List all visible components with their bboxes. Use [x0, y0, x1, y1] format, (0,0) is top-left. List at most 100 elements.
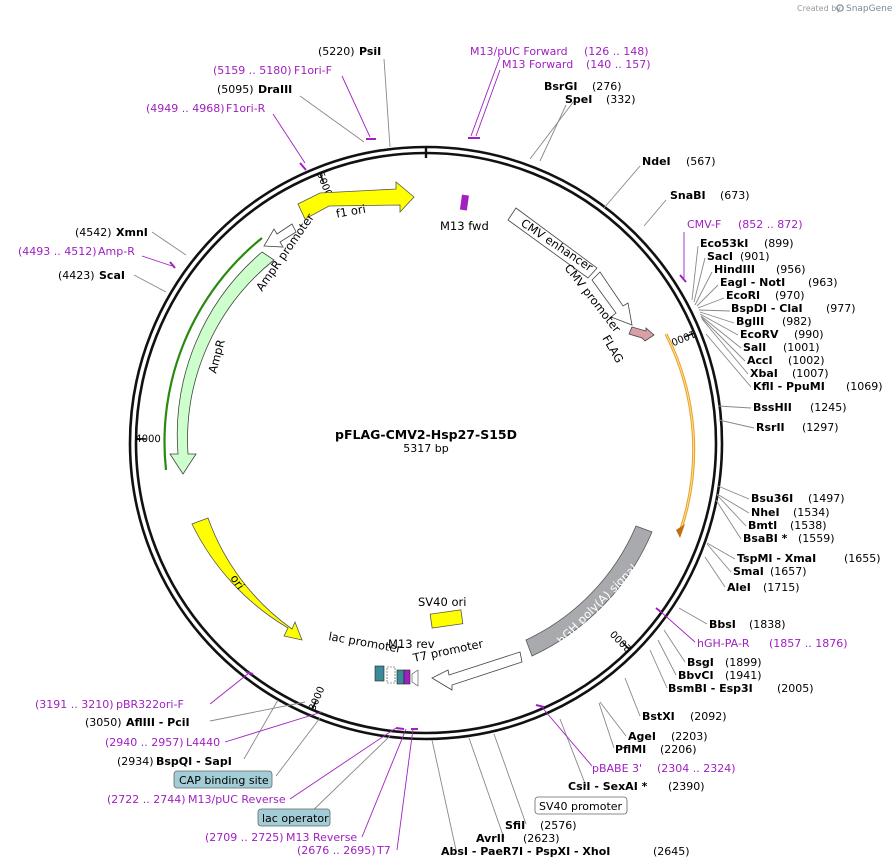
enzyme-pos: (3050) — [85, 716, 122, 729]
enzyme-name[interactable]: SacI — [707, 250, 733, 263]
enzyme-pos: (1007) — [792, 367, 829, 380]
enzyme-name[interactable]: PflMI — [615, 743, 646, 756]
enzyme-name[interactable]: PsiI — [359, 45, 381, 58]
enzyme-name[interactable]: AccI — [747, 354, 773, 367]
enzyme-name[interactable]: BssHII — [753, 401, 792, 414]
enzyme-name[interactable]: EcoRV — [740, 328, 779, 341]
label-sv40-ori: SV40 ori — [418, 595, 466, 609]
primer-range: (5159 .. 5180) — [213, 64, 292, 77]
enzyme-pos: (2206) — [660, 743, 697, 756]
primer-name[interactable]: T7 — [376, 844, 391, 857]
enzyme-name[interactable]: BsmBI - Esp3I — [668, 682, 753, 695]
enzyme-pos: (1534) — [793, 506, 830, 519]
label-ori: ori — [228, 572, 248, 592]
primer-name[interactable]: M13 Reverse — [286, 831, 357, 844]
primer-name[interactable]: L4440 — [186, 736, 220, 749]
primer-name[interactable]: F1ori-F — [294, 64, 332, 77]
enzyme-pos: (1001) — [783, 341, 820, 354]
enzyme-pos: (4542) — [75, 226, 112, 239]
enzyme-name[interactable]: EcoRI — [726, 289, 760, 302]
feature-hgh-polya[interactable]: hGH poly(A) signal — [525, 525, 653, 657]
feature-ori[interactable]: ori — [191, 517, 303, 641]
enzyme-name[interactable]: Bsu36I — [751, 492, 793, 505]
enzyme-pos: (1715) — [763, 581, 800, 594]
enzyme-leaders — [133, 58, 755, 851]
sv40-promoter-box[interactable]: SV40 promoter — [534, 796, 628, 815]
enzyme-name[interactable]: SnaBI — [670, 189, 706, 202]
enzyme-name[interactable]: AflIII - PciI — [126, 716, 190, 729]
enzyme-name[interactable]: BspDI - ClaI — [731, 302, 803, 315]
enzyme-name[interactable]: NdeI — [642, 155, 671, 168]
enzyme-name[interactable]: SalI — [743, 341, 766, 354]
enzyme-name[interactable]: KflI - PpuMI — [753, 380, 825, 393]
enzyme-name[interactable]: BbvCI — [678, 669, 714, 682]
feature-cmv-enhancer[interactable]: CMV enhancer — [507, 207, 598, 279]
primer-name[interactable]: pBABE 3' — [592, 762, 642, 775]
primer-name[interactable]: F1ori-R — [226, 102, 266, 115]
enzyme-name[interactable]: BsrGI — [544, 80, 577, 93]
enzyme-name[interactable]: RsrII — [756, 421, 785, 434]
primer-name[interactable]: pBR322ori-F — [116, 698, 184, 711]
primer-name[interactable]: M13 Forward — [502, 58, 573, 71]
feature-m13-rev[interactable]: M13 rev — [388, 637, 435, 685]
enzyme-pos: (899) — [764, 237, 794, 250]
enzyme-name[interactable]: TspMI - XmaI — [737, 552, 816, 565]
enzyme-name[interactable]: NheI — [751, 506, 780, 519]
primer-name[interactable]: hGH-PA-R — [697, 637, 750, 650]
enzyme-name[interactable]: BsgI — [687, 656, 714, 669]
enzyme-pos: (5095) — [217, 83, 254, 96]
enzyme-labels: (5220) PsiI (5095) DraIII BsrGI (276) Sp… — [58, 45, 883, 858]
feature-cmv-promoter[interactable]: CMV promoter — [562, 261, 633, 335]
primer-range: (2676 .. 2695) — [297, 844, 376, 857]
enzyme-name[interactable]: Eco53kI — [700, 237, 748, 250]
tick-label: 1000 — [669, 327, 697, 347]
tick-label: 4000 — [135, 434, 161, 445]
cap-binding-site-box[interactable]: CAP binding site — [173, 770, 273, 789]
enzyme-name[interactable]: CsiI - SexAI * — [568, 780, 648, 793]
enzyme-name[interactable]: DraIII — [258, 83, 292, 96]
label-f1-ori: f1 ori — [335, 202, 367, 221]
enzyme-pos: (673) — [720, 189, 750, 202]
enzyme-name[interactable]: SfiI — [505, 819, 525, 832]
enzyme-name[interactable]: BglII — [736, 315, 764, 328]
lac-operator-box[interactable]: lac operator — [257, 808, 331, 827]
enzyme-name[interactable]: XmnI — [116, 226, 148, 239]
primer-range: (126 .. 148) — [584, 45, 649, 58]
enzyme-name[interactable]: AbsI - PaeR7I - PspXI - XhoI — [441, 845, 610, 858]
enzyme-name[interactable]: SpeI — [565, 93, 592, 106]
enzyme-name[interactable]: BbsI — [709, 618, 736, 631]
feature-f1-ori[interactable]: f1 ori — [297, 181, 415, 221]
primer-name[interactable]: M13/pUC Reverse — [188, 793, 286, 806]
enzyme-name[interactable]: BsaBI * — [743, 532, 788, 545]
primer-name[interactable]: M13/pUC Forward — [470, 45, 568, 58]
enzyme-name[interactable]: ScaI — [99, 269, 125, 282]
enzyme-name[interactable]: SmaI — [733, 565, 764, 578]
enzyme-name[interactable]: AleI — [727, 581, 751, 594]
primer-range: (1857 .. 1876) — [769, 637, 848, 650]
enzyme-pos: (1899) — [725, 656, 762, 669]
enzyme-pos: (1002) — [788, 354, 825, 367]
enzyme-pos: (1538) — [790, 519, 827, 532]
enzyme-pos: (332) — [606, 93, 636, 106]
primer-name[interactable]: Amp-R — [98, 245, 135, 258]
enzyme-name[interactable]: AgeI — [628, 730, 656, 743]
enzyme-name[interactable]: EagI - NotI — [720, 276, 785, 289]
primer-name[interactable]: CMV-F — [687, 218, 721, 231]
snapgene-logo-icon — [836, 4, 844, 12]
enzyme-name[interactable]: BstXI — [642, 710, 675, 723]
enzyme-name[interactable]: BspQI - SapI — [156, 755, 232, 768]
enzyme-name[interactable]: XbaI — [750, 367, 778, 380]
enzyme-name[interactable]: HindIII — [714, 263, 755, 276]
enzyme-pos: (1655) — [844, 552, 881, 565]
enzyme-name[interactable]: BmtI — [748, 519, 777, 532]
enzyme-name[interactable]: AvrII — [476, 832, 505, 845]
primer-range: (2709 .. 2725) — [205, 831, 284, 844]
feature-flag[interactable]: FLAG — [599, 326, 655, 365]
feature-m13-fwd[interactable]: M13 fwd — [440, 194, 489, 233]
primer-marks — [169, 137, 687, 730]
enzyme-pos: (1838) — [749, 618, 786, 631]
tick-mark — [311, 700, 317, 711]
feature-sv40-ori[interactable]: SV40 ori — [418, 595, 466, 629]
enzyme-pos: (2203) — [671, 730, 708, 743]
enzyme-pos: (1559) — [798, 532, 835, 545]
